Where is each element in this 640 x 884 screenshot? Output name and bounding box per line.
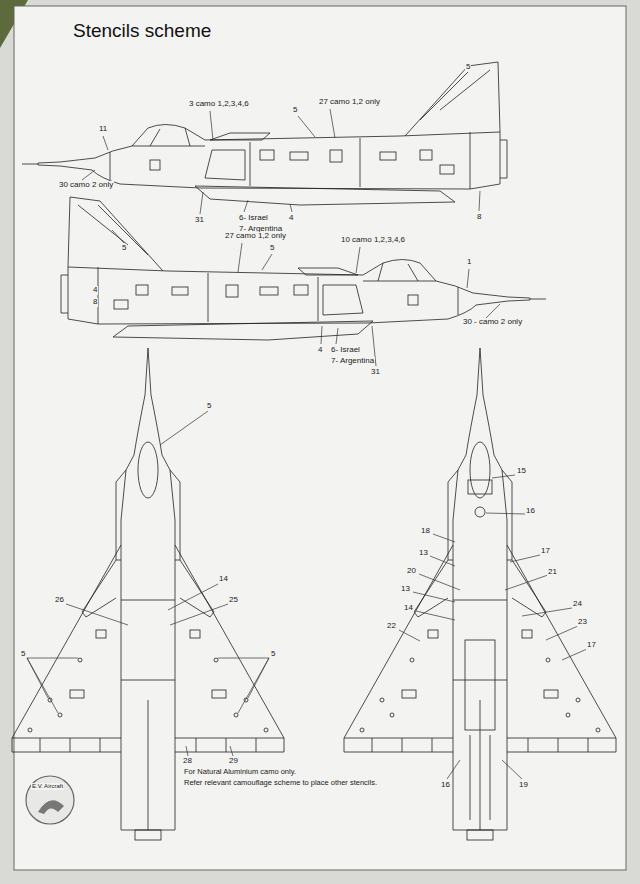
- callout-number: 11: [98, 125, 108, 134]
- stencil-note: 30 camo 2 only: [58, 181, 114, 190]
- callout-number: 4: [92, 286, 98, 295]
- callout-number: 17: [540, 547, 551, 556]
- callout-number: 4: [317, 346, 323, 355]
- callout-number: 25: [228, 596, 239, 605]
- callout-number: 5: [206, 402, 212, 411]
- callout-number: 23: [577, 618, 588, 627]
- callout-number: 21: [547, 568, 558, 577]
- callout-number: 31: [194, 216, 205, 225]
- callout-number: 13: [418, 549, 429, 558]
- callout-number: 5: [121, 244, 127, 253]
- stencil-note: 7- Argentina: [330, 357, 375, 366]
- callout-number: 8: [92, 298, 98, 307]
- callout-number: 19: [518, 781, 529, 790]
- sheet-title: Stencils scheme: [73, 20, 211, 42]
- callout-number: 22: [386, 622, 397, 631]
- stencil-note: Refer relevant camouflage scheme to plac…: [183, 779, 378, 787]
- stencil-note: 3 camo 1,2,3,4,6: [188, 100, 250, 109]
- callout-number: 13: [400, 585, 411, 594]
- callout-number: 15: [516, 467, 527, 476]
- callout-number: 24: [572, 600, 583, 609]
- callout-number: 5: [292, 106, 298, 115]
- callout-number: 1: [466, 258, 472, 267]
- stencil-note: 27 camo 1,2 only: [318, 98, 381, 107]
- callout-number: 26: [54, 596, 65, 605]
- callout-number: 29: [228, 757, 239, 766]
- callout-number: 16: [525, 507, 536, 516]
- callout-number: 5: [269, 244, 275, 253]
- stencil-note: 6- Israel: [238, 214, 269, 223]
- callout-number: 31: [370, 368, 381, 377]
- callout-number: 14: [403, 604, 414, 613]
- callout-number: 5: [20, 650, 26, 659]
- maker-logo-text: E.V. Aircraft: [31, 783, 64, 790]
- callout-number: 28: [182, 757, 193, 766]
- stencil-note: 27 camo 1,2 only: [224, 232, 287, 241]
- callout-number: 17: [586, 641, 597, 650]
- callout-number: 4: [288, 214, 294, 223]
- callout-number: 5: [270, 650, 276, 659]
- callout-number: 5: [465, 63, 471, 72]
- stencil-note: 30 - camo 2 only: [462, 318, 523, 327]
- stencil-note: For Natural Aluminium camo only.: [183, 768, 297, 776]
- stencil-note: 10 camo 1,2,3,4,6: [340, 236, 406, 245]
- callout-number: 8: [476, 213, 482, 222]
- callout-number: 18: [420, 527, 431, 536]
- stencil-note: 6- Israel: [330, 346, 361, 355]
- callout-number: 14: [218, 575, 229, 584]
- callout-number: 20: [406, 567, 417, 576]
- callout-number: 16: [440, 781, 451, 790]
